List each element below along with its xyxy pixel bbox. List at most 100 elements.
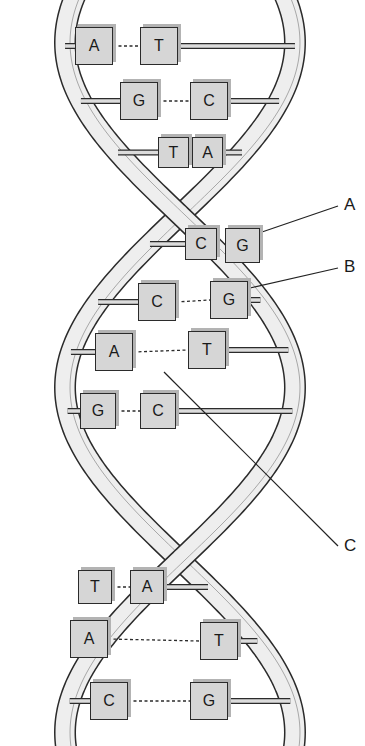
base-block: T — [188, 331, 226, 369]
leader-line — [164, 372, 338, 546]
base-block: A — [130, 570, 164, 604]
base-rod — [223, 150, 242, 156]
base-block: C — [90, 682, 128, 720]
strand-ribbon — [65, 0, 295, 746]
base-block: G — [80, 393, 116, 429]
hydrogen-bond — [112, 586, 130, 587]
base-block: C — [140, 393, 176, 429]
base-block: A — [70, 620, 108, 658]
base-letter: C — [103, 692, 115, 710]
base-block: T — [78, 570, 112, 604]
leader-line — [250, 268, 338, 288]
backbone-strand — [65, 0, 300, 746]
base-rod — [228, 698, 290, 704]
base-letter: C — [203, 92, 215, 110]
base-letter: C — [152, 402, 164, 420]
base-rod — [98, 299, 138, 305]
base-letter: A — [142, 578, 153, 596]
base-letter: T — [154, 37, 164, 55]
base-block: T — [158, 137, 189, 168]
hydrogen-bond — [176, 300, 210, 302]
base-rod — [98, 300, 138, 304]
base-rod — [68, 408, 80, 414]
strand-shade — [70, 0, 300, 746]
hydrogen-bond — [133, 350, 188, 352]
base-letter: G — [236, 237, 248, 255]
base-rod — [81, 98, 120, 104]
base-block: A — [192, 137, 223, 168]
base-block: T — [200, 622, 238, 660]
base-letter: A — [84, 630, 95, 648]
hydrogen-bond — [116, 410, 140, 411]
base-letter: G — [92, 402, 104, 420]
base-rod — [178, 44, 295, 48]
hydrogen-bond — [128, 700, 190, 701]
base-letter: G — [203, 692, 215, 710]
base-letter: C — [195, 235, 207, 253]
strand-outline — [65, 0, 295, 746]
base-block: C — [185, 228, 217, 260]
base-block: G — [210, 281, 248, 319]
base-rod — [176, 408, 292, 414]
base-letter: G — [133, 92, 145, 110]
base-rod — [68, 409, 80, 413]
base-letter: T — [90, 578, 100, 596]
base-letter: T — [169, 144, 179, 162]
hydrogen-bond — [113, 45, 140, 46]
base-rod — [228, 699, 290, 703]
base-rod — [223, 151, 242, 155]
base-rod — [248, 297, 260, 303]
base-rod — [176, 409, 292, 413]
base-rod — [71, 349, 95, 355]
base-rod — [164, 585, 208, 589]
base-rod — [228, 99, 279, 103]
callout-letter: C — [344, 537, 356, 556]
callout-letter: A — [344, 196, 355, 215]
base-rod — [65, 44, 75, 48]
base-rod — [248, 298, 260, 302]
base-rod — [150, 242, 185, 246]
base-rod — [70, 698, 90, 704]
base-rod — [228, 98, 279, 104]
strand-outline — [65, 0, 295, 746]
strand-shade — [70, 0, 300, 746]
base-block: G — [190, 682, 228, 720]
base-block: C — [138, 283, 176, 321]
base-letter: T — [202, 341, 212, 359]
callout-letter: B — [344, 258, 355, 277]
base-rod — [118, 151, 158, 155]
strand-ribbon — [65, 0, 295, 746]
base-rod — [226, 347, 288, 353]
base-rods — [65, 46, 295, 701]
base-block: T — [140, 27, 178, 65]
base-rod — [150, 241, 185, 247]
hydrogen-bond — [108, 639, 200, 641]
base-rod — [178, 43, 295, 49]
base-rod — [65, 43, 75, 49]
base-block: A — [95, 333, 133, 371]
base-rod — [71, 350, 95, 354]
base-letter: A — [109, 343, 120, 361]
base-rod — [81, 99, 120, 103]
base-rod — [118, 150, 158, 156]
base-block: G — [225, 228, 260, 263]
base-rod — [238, 638, 257, 644]
base-rod — [70, 699, 90, 703]
base-block: G — [120, 82, 158, 120]
base-letter: C — [151, 293, 163, 311]
base-rod — [238, 639, 257, 643]
base-block: A — [75, 27, 113, 65]
base-letter: A — [89, 37, 100, 55]
backbone-strand — [65, 0, 300, 746]
base-letter: T — [214, 632, 224, 650]
base-rod — [164, 584, 208, 590]
leader-line — [262, 206, 338, 232]
base-block: C — [190, 82, 228, 120]
base-letter: G — [223, 291, 235, 309]
base-rod — [226, 348, 288, 352]
base-letter: A — [202, 144, 213, 162]
hydrogen-bond — [158, 100, 190, 101]
